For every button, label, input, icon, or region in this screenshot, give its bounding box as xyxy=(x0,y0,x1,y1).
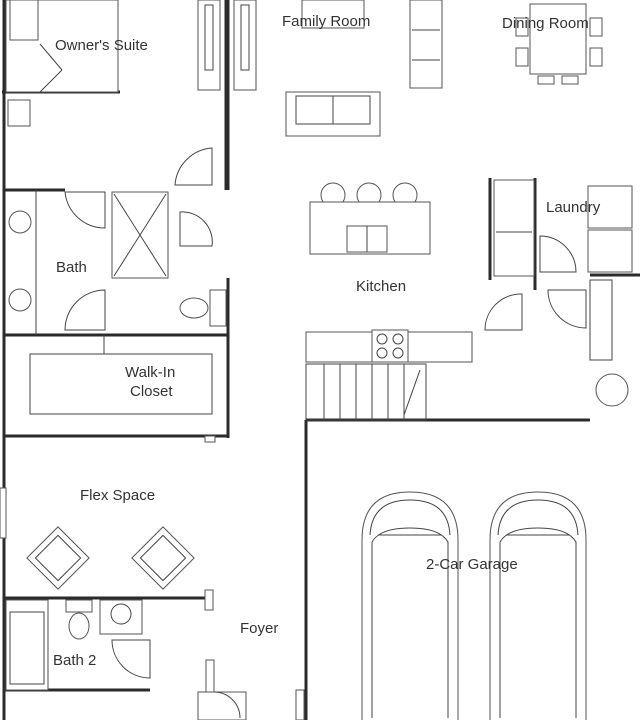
shower-cross xyxy=(113,193,167,277)
laundry-door-swing xyxy=(539,235,577,273)
closet-shelf xyxy=(29,353,213,415)
dining-room-area: Dining Room xyxy=(502,3,603,85)
room-label-owners-suite: Owner's Suite xyxy=(55,37,148,54)
armchair xyxy=(131,526,195,590)
wc-door-swing xyxy=(179,211,213,247)
burner xyxy=(392,347,404,359)
toilet-tank xyxy=(65,599,93,613)
entry-post xyxy=(205,659,215,697)
garage-area: 2-Car Garage xyxy=(361,491,587,720)
suite-door-swing xyxy=(174,147,213,186)
entry-post xyxy=(295,689,305,720)
closet-post xyxy=(204,435,216,443)
laundry-area: Laundry xyxy=(493,179,633,407)
room-label-flex-space: Flex Space xyxy=(80,487,155,504)
sink xyxy=(8,288,32,312)
room-label-garage: 2-Car Garage xyxy=(426,556,518,573)
wall-post xyxy=(204,589,214,611)
tv-stand xyxy=(233,0,257,91)
dining-chair xyxy=(589,47,603,67)
foyer-area: Foyer xyxy=(197,620,305,720)
room-label-bath-2: Bath 2 xyxy=(53,652,96,669)
dining-table xyxy=(529,3,587,75)
tub-basin xyxy=(9,611,45,685)
dresser-top xyxy=(204,4,214,71)
room-label-closet-line2: Closet xyxy=(130,383,173,400)
pillow xyxy=(9,0,39,41)
nightstand xyxy=(7,99,31,127)
owners-suite-area: Owner's Suite xyxy=(5,0,257,186)
range xyxy=(371,329,409,363)
chair xyxy=(409,0,443,89)
dresser xyxy=(197,0,221,91)
sink xyxy=(110,603,132,625)
water-heater xyxy=(595,373,629,407)
bath-2-door-swing xyxy=(111,639,151,679)
bath-2-area: Bath 2 xyxy=(5,589,214,691)
kitchen-area: Kitchen xyxy=(305,182,523,363)
coffee-table xyxy=(301,0,365,29)
stair-break xyxy=(403,369,421,416)
stair-outline xyxy=(305,363,427,421)
burner xyxy=(376,333,388,345)
dining-chair xyxy=(589,17,603,37)
toilet-tank xyxy=(209,289,227,327)
pantry-door-swing xyxy=(484,293,523,331)
window xyxy=(0,487,7,539)
garage-entry-door-swing xyxy=(547,289,587,329)
room-label-laundry: Laundry xyxy=(546,199,601,216)
car xyxy=(489,491,587,720)
bathtub xyxy=(5,599,49,691)
flex-space-area: Flex Space xyxy=(0,487,195,590)
washer xyxy=(587,185,633,229)
vanity xyxy=(99,599,143,635)
sink xyxy=(8,210,32,234)
dining-chair xyxy=(561,75,579,85)
car xyxy=(361,491,459,720)
family-room-area: Family Room xyxy=(282,0,443,137)
entry-closet xyxy=(197,691,247,720)
front-door-swing xyxy=(213,691,241,719)
bath-area: Bath xyxy=(8,190,227,335)
room-label-closet-line1: Walk-In xyxy=(125,364,175,381)
room-label-kitchen: Kitchen xyxy=(356,278,406,295)
room-label-dining-room: Dining Room xyxy=(502,15,589,32)
toilet-bowl xyxy=(179,297,209,319)
dryer xyxy=(587,229,633,273)
room-label-foyer: Foyer xyxy=(240,620,278,637)
dining-chair xyxy=(515,17,529,37)
closet-door-swing xyxy=(64,289,106,331)
room-label-family-room: Family Room xyxy=(282,13,370,30)
bed-fold xyxy=(39,69,63,93)
toilet-bowl xyxy=(68,612,90,640)
tv xyxy=(240,4,250,71)
burner xyxy=(376,347,388,359)
burner xyxy=(392,333,404,345)
room-label-bath: Bath xyxy=(56,259,87,276)
laundry-counter xyxy=(493,179,535,277)
stairs xyxy=(305,363,427,421)
armchair xyxy=(26,526,90,590)
bath-door-swing xyxy=(64,191,106,229)
bed-fold xyxy=(39,43,63,71)
mudroom-bench xyxy=(589,279,613,361)
walk-in-closet-area: Walk-In Closet xyxy=(29,335,216,443)
dining-chair xyxy=(515,47,529,67)
dining-chair xyxy=(537,75,555,85)
